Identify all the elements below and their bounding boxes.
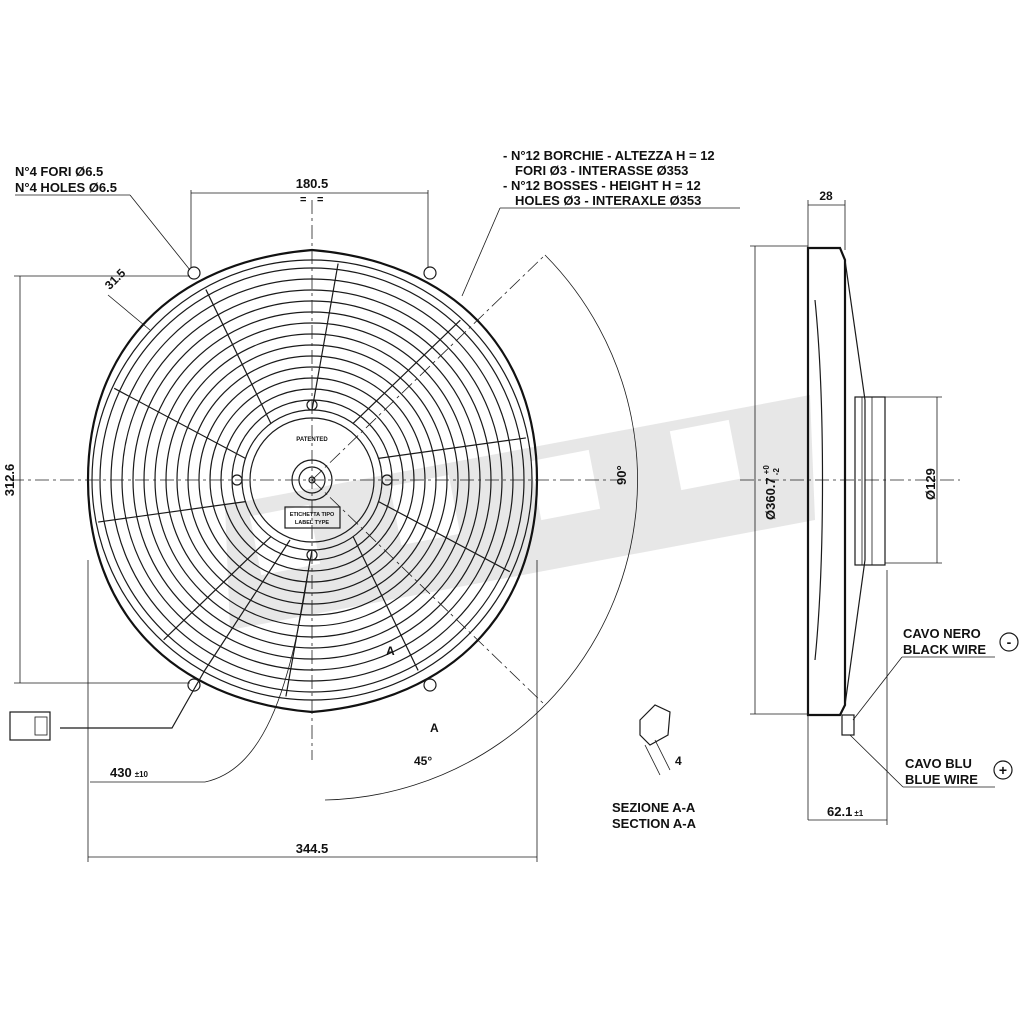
section-title-en: SECTION A-A (612, 816, 697, 831)
holes-note-it: N°4 FORI Ø6.5 (15, 164, 103, 179)
grille-spoke (352, 536, 419, 671)
dim-62-1: 62.1±1 (827, 804, 864, 819)
bosses-note-en-2: HOLES Ø3 - INTERAXLE Ø353 (515, 193, 701, 208)
label-box (284, 506, 341, 529)
dimensions: 180.5 = = 312.6 31.5 344.5 430±10 90° 45… (2, 176, 740, 862)
patented-text: PATENTED (296, 437, 328, 443)
cable (60, 539, 291, 729)
grille-spoke (352, 319, 461, 424)
dim-diameter: Ø360.7+0-2 (762, 465, 781, 520)
equal-mark: = (317, 194, 323, 206)
wire-callouts: CAVO NERO BLACK WIRE - CAVO BLU BLUE WIR… (849, 626, 1019, 788)
section-a-a: 4 SEZIONE A-A SECTION A-A (612, 704, 697, 831)
dim-180-5: 180.5 (296, 176, 329, 191)
connector (9, 711, 51, 741)
grille-spoke (378, 437, 526, 459)
grille-spoke (113, 387, 246, 459)
grille-spoke (98, 501, 246, 523)
grille-spoke (163, 536, 272, 641)
grille-spoke (311, 263, 339, 411)
black-wire-it: CAVO NERO (903, 626, 981, 641)
dim-28: 28 (819, 189, 833, 203)
dim-430: 430±10 (110, 765, 149, 780)
dim-344-5: 344.5 (296, 841, 329, 856)
holes-note-en: N°4 HOLES Ø6.5 (15, 180, 117, 195)
blue-wire-it: CAVO BLU (905, 756, 972, 771)
section-title-it: SEZIONE A-A (612, 800, 696, 815)
equal-mark: = (300, 194, 306, 206)
fan-side-view: 28 Ø360.7+0-2 Ø129 62.1±1 (750, 189, 942, 825)
plus-icon: + (999, 762, 1007, 778)
label-type-it: ETICHETTA TIPO (290, 512, 335, 518)
angle-90: 90° (614, 465, 629, 485)
minus-icon: - (1007, 634, 1012, 650)
label-type-en: LABEL TYPE (295, 520, 329, 526)
dim-4: 4 (675, 754, 682, 768)
angle-45: 45° (414, 754, 432, 768)
dim-motor-diameter: Ø129 (923, 468, 938, 500)
bosses-note-en-1: - N°12 BOSSES - HEIGHT H = 12 (503, 178, 701, 193)
dim-31-5: 31.5 (102, 266, 129, 293)
bosses-note-it-1: - N°12 BORCHIE - ALTEZZA H = 12 (503, 148, 715, 163)
watermark (225, 395, 815, 630)
section-marker-top: A (386, 644, 395, 658)
bosses-note-it-2: FORI Ø3 - INTERASSE Ø353 (515, 163, 688, 178)
dim-312-6: 312.6 (2, 464, 17, 497)
blue-wire-en: BLUE WIRE (905, 772, 978, 787)
black-wire-en: BLACK WIRE (903, 642, 986, 657)
grille-spoke (205, 289, 272, 424)
grille-spoke (378, 501, 511, 573)
section-marker-bottom: A (430, 721, 439, 735)
